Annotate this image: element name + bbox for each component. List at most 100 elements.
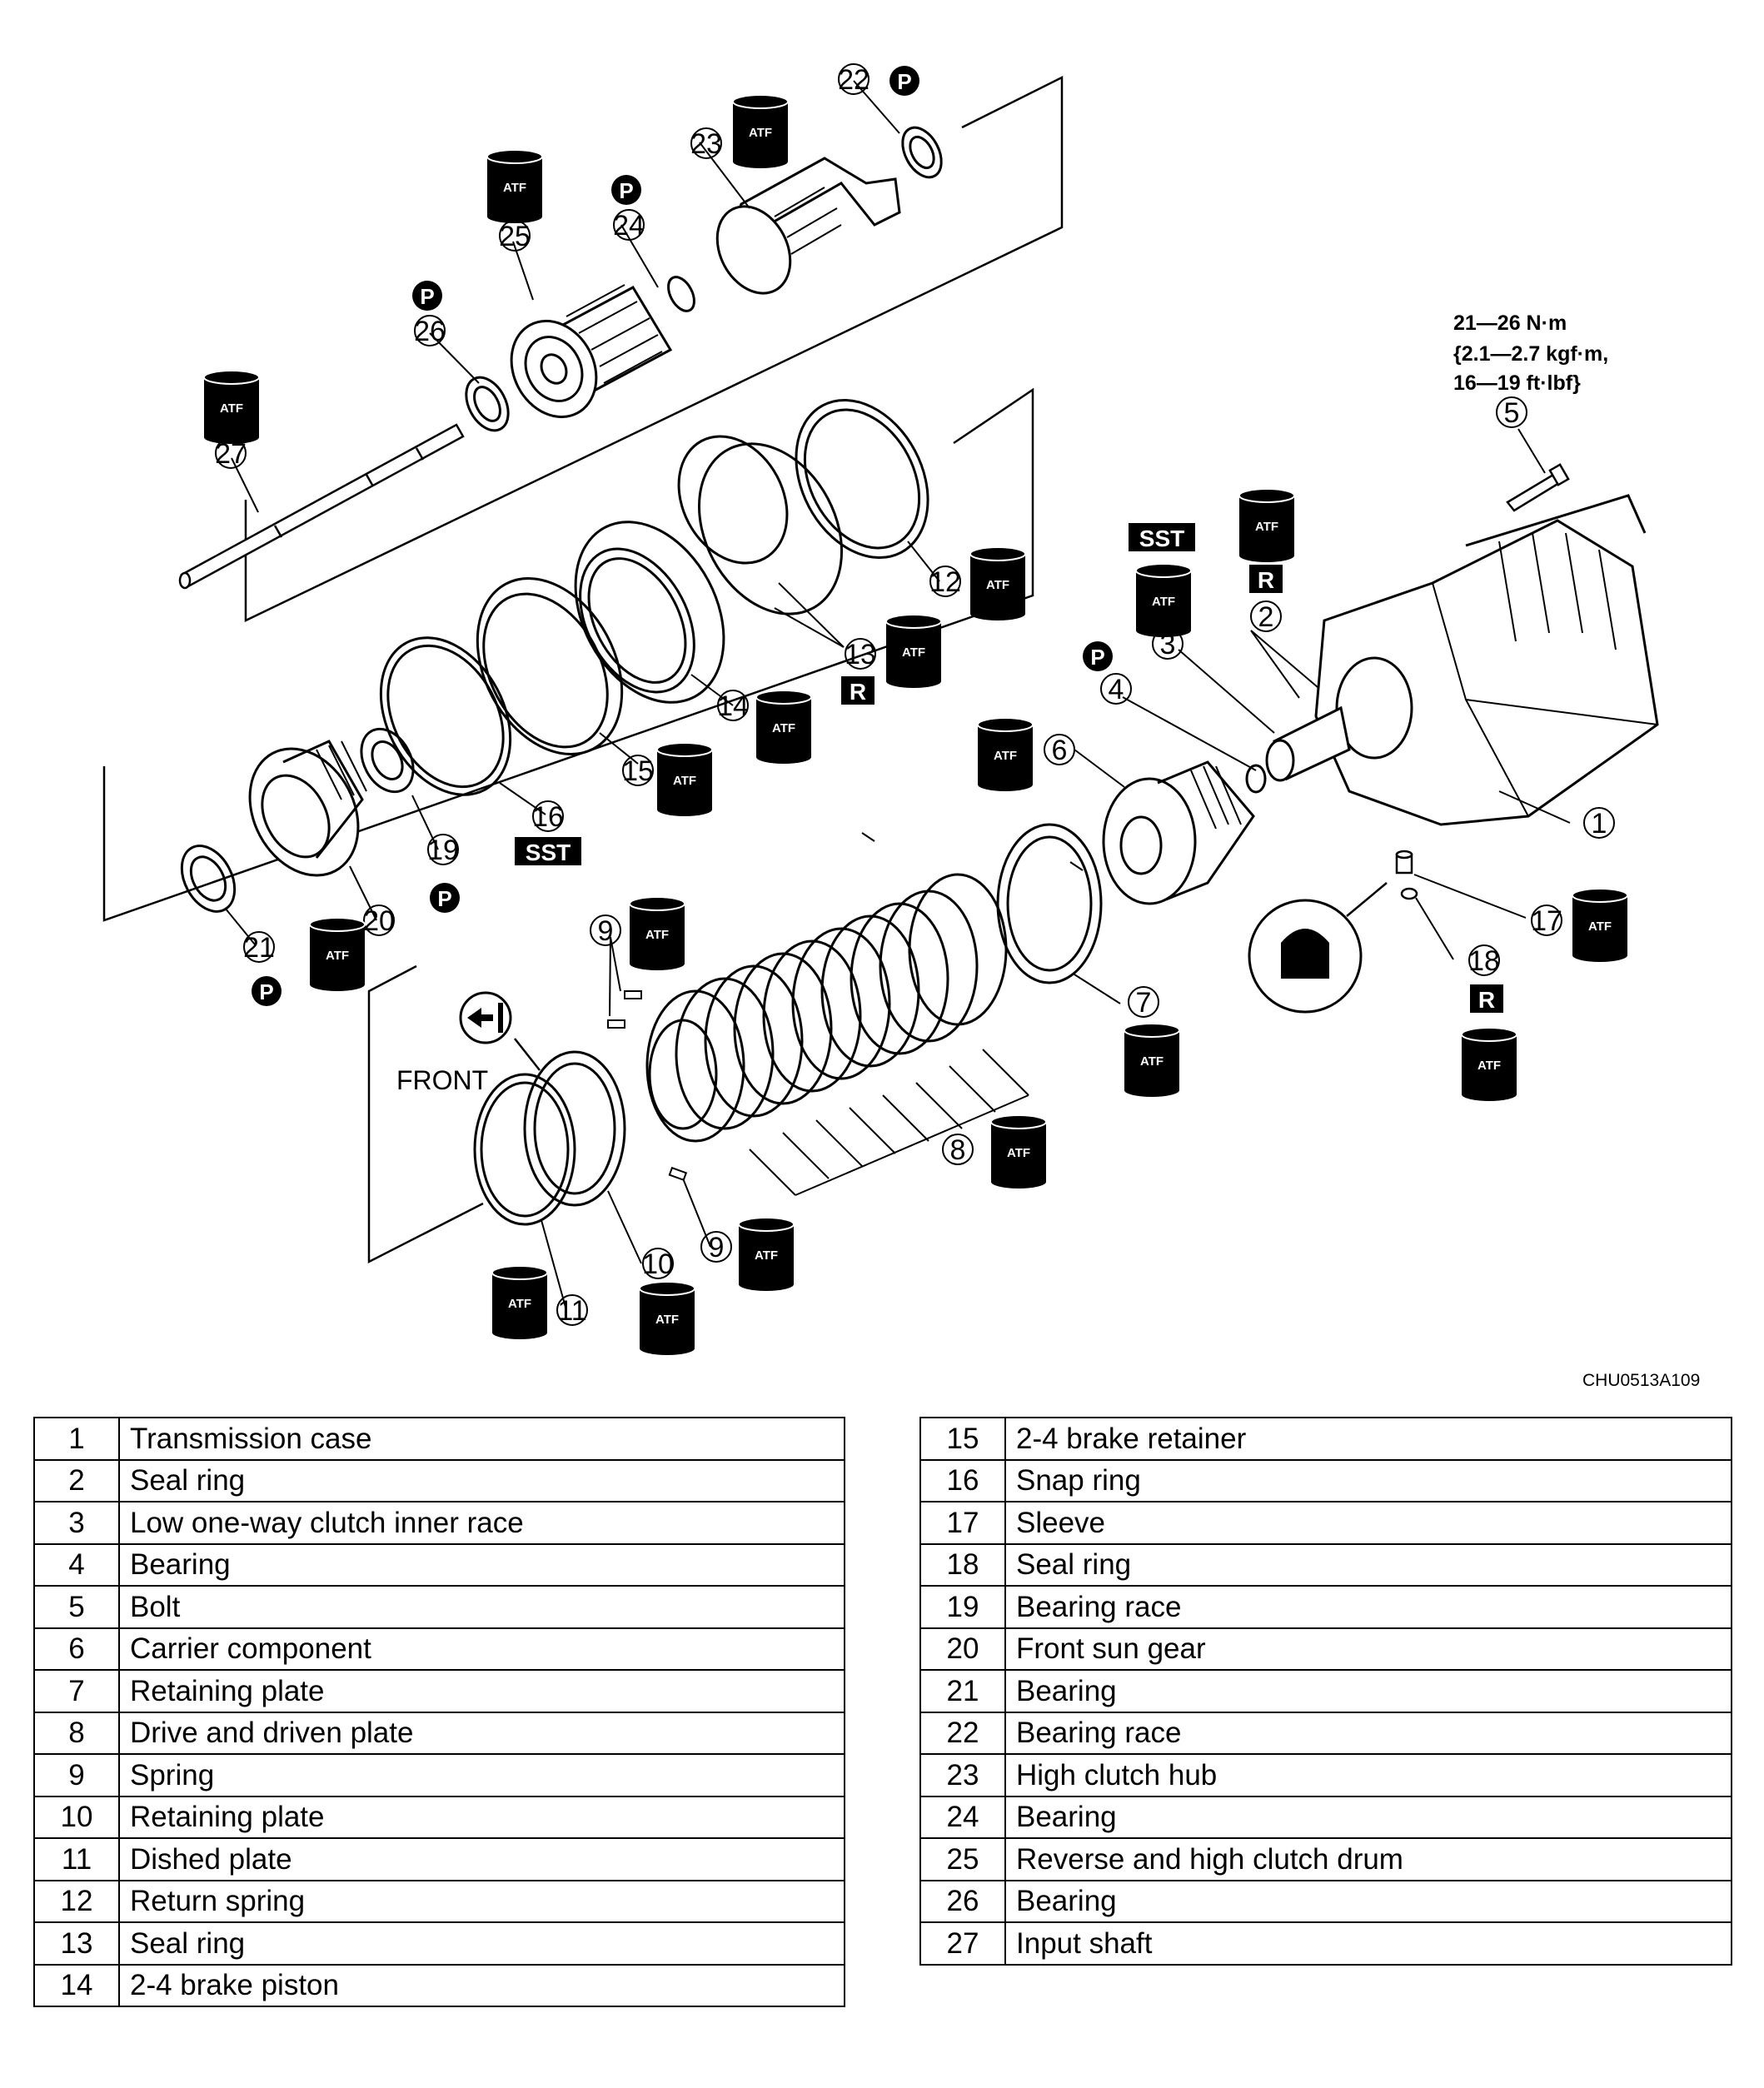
part-number: 3 [33,1501,120,1545]
callout-23: 23 [690,127,722,160]
bearing-24 [667,276,695,312]
atf-can-icon [977,717,1034,791]
callout-6: 6 [1044,734,1075,766]
callout-7: 7 [1128,986,1159,1019]
part-number: 14 [33,1963,120,2007]
part-name: Bearing [1004,1795,1732,1839]
front-direction-indicator: FRONT [396,991,541,1095]
part-name: Bearing [1004,1669,1732,1713]
part-name: Seal ring [118,1921,845,1966]
part-number: 1 [33,1417,120,1461]
part-name: Retaining plate [118,1795,845,1839]
atf-can-icon [1124,1023,1180,1097]
callout-18: 18 [1468,944,1500,977]
part-number: 23 [919,1753,1006,1797]
svg-text:24: 24 [613,210,645,242]
part-number: 2 [33,1458,120,1502]
carrier-component-6 [1102,760,1255,905]
part-name: 2-4 brake piston [118,1963,845,2007]
atf-can-icon [656,742,713,816]
clutch-drum-25 [510,284,673,419]
part-number: 10 [33,1795,120,1839]
sleeve-detail-bubble [1248,882,1388,1014]
callout-17: 17 [1531,904,1562,937]
atf-can-icon [203,370,260,444]
part-name: Seal ring [118,1458,845,1502]
part-name: Spring [118,1753,845,1797]
atf-can-icon [885,614,942,688]
callout-numbers: 1 2 3 4 5 6 7 8 9 9 10 11 12 13 14 15 16… [215,63,1615,1327]
part-name: Low one-way clutch inner race [118,1501,845,1545]
svg-text:13: 13 [845,639,876,670]
callout-4: 4 [1100,673,1132,705]
atf-can-icon [969,546,1026,620]
part-name: Drive and driven plate [118,1711,845,1755]
bearing-race-22 [901,126,943,179]
svg-text:8: 8 [950,1134,966,1166]
torque-line-1: 21—26 N·m [1453,311,1567,335]
svg-text:19: 19 [427,835,459,866]
bearing-26 [465,376,510,432]
svg-text:21: 21 [243,932,275,964]
bearing-race-19 [360,727,415,794]
callout-14: 14 [717,690,749,722]
inner-race-3 [1265,705,1351,782]
part-name: Bearing race [1004,1585,1732,1629]
front-sun-gear-20 [248,740,367,877]
snap-ring-16 [379,636,512,796]
sst-box-icon [515,837,581,865]
part-name: Return spring [118,1879,845,1923]
svg-text:11: 11 [557,1295,586,1327]
callout-10: 10 [642,1248,674,1280]
sst-box-icon [1129,523,1195,551]
svg-text:9: 9 [709,1232,725,1263]
callout-15: 15 [622,755,654,787]
r-box-icon [1249,565,1283,593]
callout-1: 1 [1583,807,1615,840]
part-number: 9 [33,1753,120,1797]
part-name: Front sun gear [1004,1627,1732,1671]
svg-text:17: 17 [1531,905,1562,937]
p-badge-icon [412,281,442,311]
svg-text:22: 22 [838,64,870,96]
svg-text:5: 5 [1504,397,1520,429]
part-name: Snap ring [1004,1458,1732,1502]
part-number: 11 [33,1837,120,1881]
part-number: 8 [33,1711,120,1755]
svg-text:14: 14 [717,690,749,722]
atf-can-icon [755,690,812,764]
seal-ring-18 [1400,887,1418,900]
part-number: 15 [919,1417,1006,1461]
callout-11: 11 [556,1294,588,1327]
p-badge-icon [430,883,460,913]
part-number: 12 [33,1879,120,1923]
callout-9a: 9 [590,914,621,947]
atf-can-icon [1461,1027,1517,1101]
exploded-view-diagram: ATF P R SST [102,63,1659,1355]
atf-can-icon [309,917,366,991]
part-number: 27 [919,1921,1006,1966]
atf-can-icon [491,1265,548,1339]
callout-21: 21 [243,931,275,964]
torque-line-2: {2.1—2.7 kgf·m, [1453,342,1608,366]
svg-text:4: 4 [1109,674,1124,705]
brake-piston-14 [574,521,725,704]
torque-line-3: 16—19 ft·lbf} [1453,371,1581,395]
atf-can-icon [486,149,543,223]
part-number: 22 [919,1711,1006,1755]
dished-plate-11 [473,1073,576,1226]
callout-24: 24 [613,209,645,242]
